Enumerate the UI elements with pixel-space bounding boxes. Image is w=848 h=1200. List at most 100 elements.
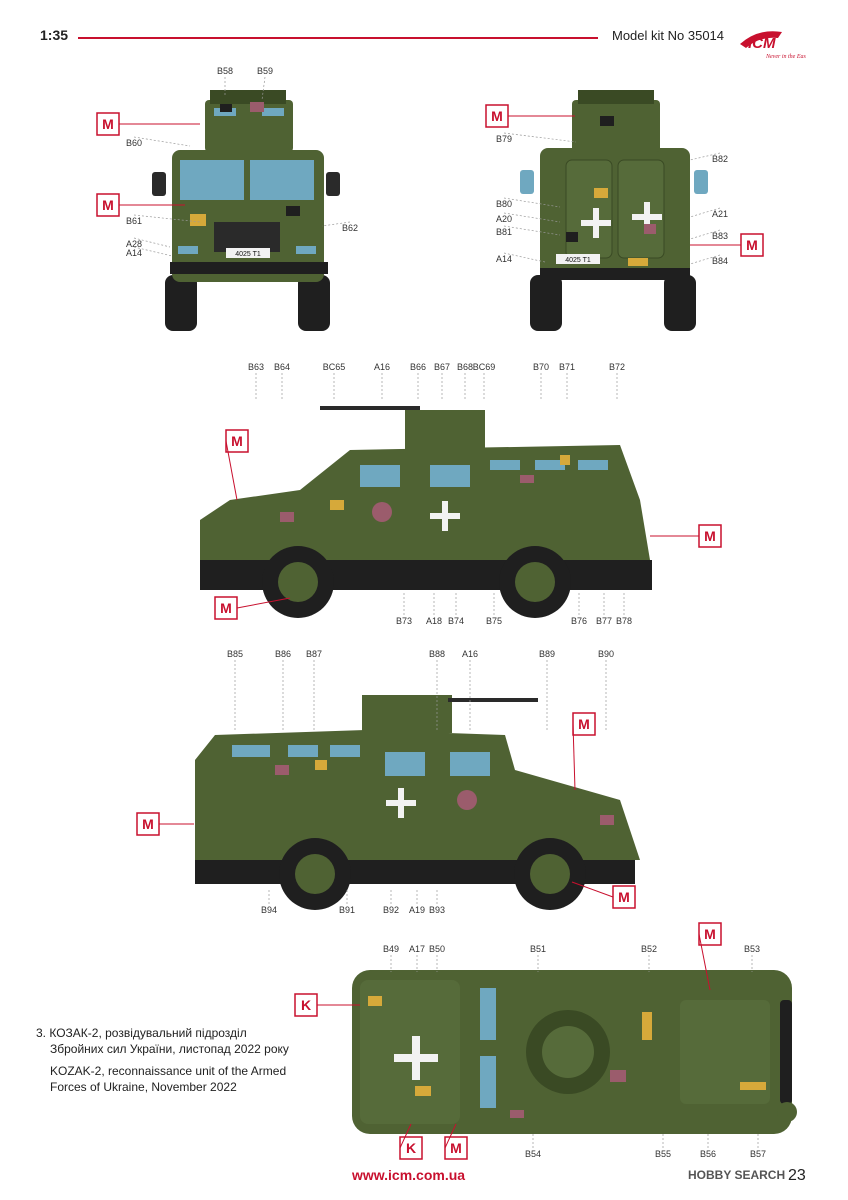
leader-line [689,229,721,240]
marker-letter: M [102,116,114,132]
header-rule [78,37,598,39]
leader-line [133,246,173,257]
callout-label: B56 [700,1149,716,1159]
icm-logo: ICM Never in the East [740,31,806,60]
rear-plate: 4025 T1 [565,257,591,264]
leader-line [133,136,191,147]
callout-label: B94 [261,905,277,915]
callout-label: B53 [744,944,760,954]
caption-en-line1: KOZAK-2, reconnaissance unit of the Arme… [50,1064,287,1078]
leader-line [689,254,721,265]
callout-label: B63 [248,362,264,372]
callout-label: B90 [598,649,614,659]
marker-letter: M [618,889,630,905]
callout-label: B76 [571,616,587,626]
svg-text:ICM: ICM [748,35,776,52]
callout-label: B59 [257,66,273,76]
callout-label: B54 [525,1149,541,1159]
rear-view: 4025 T1 [520,90,708,331]
callout-label: B66 [410,362,426,372]
callout-label: B84 [712,256,728,266]
right-side-view [195,695,640,910]
marker-letter: K [301,997,311,1013]
leader-line [689,152,721,161]
callout-label: B52 [641,944,657,954]
callout-label: B87 [306,649,322,659]
callout-label: B75 [486,616,502,626]
marker-leader [444,1123,457,1149]
left-side-view [200,406,652,618]
svg-text:Never in the East: Never in the East [765,54,806,60]
marker-leader [225,440,238,501]
callout-label: B82 [712,154,728,164]
marker-letter: M [704,926,716,942]
callout-label: B64 [274,362,290,372]
marker-leader [572,723,576,791]
marker-letter: K [406,1140,416,1156]
marker-letter: M [578,716,590,732]
callout-label: B50 [429,944,445,954]
callout-label: A18 [426,616,442,626]
callout-label: B73 [396,616,412,626]
callout-label: B72 [609,362,625,372]
caption-ua-line1: 3. КОЗАК-2, розвідувальний підрозділ [36,1026,247,1040]
callout-label: B91 [339,905,355,915]
callout-label: B83 [712,231,728,241]
watermark: HOBBY SEARCH [688,1168,786,1182]
callout-label: B77 [596,616,612,626]
callout-label: B55 [655,1149,671,1159]
front-plate: 4025 T1 [235,251,261,258]
marker-letter: M [102,197,114,213]
leader-line [503,132,577,143]
model-number: Model kit No 35014 [612,28,725,43]
leader-line [503,212,561,223]
leader-line [689,207,721,218]
top-view [352,970,797,1134]
callout-label: B93 [429,905,445,915]
callout-label: A20 [496,214,512,224]
callout-label: B86 [275,649,291,659]
leader-line [133,214,201,223]
callout-label: B79 [496,134,512,144]
marker-letter: M [231,433,243,449]
callout-label: B70 [533,362,549,372]
marker-letter: M [142,816,154,832]
callout-label: B92 [383,905,399,915]
callout-label: B89 [539,649,555,659]
callout-label: B78 [616,616,632,626]
marker-leader [399,1123,412,1149]
callout-label: BC65 [323,362,346,372]
callout-label: B71 [559,362,575,372]
callout-label: B80 [496,199,512,209]
leader-line [503,252,546,263]
callout-label: B51 [530,944,546,954]
callout-label: A19 [409,905,425,915]
marker-leader [236,597,291,609]
marker-leader [698,933,711,991]
leader-line [321,221,351,227]
callout-label: B61 [126,216,142,226]
callout-label: A17 [409,944,425,954]
callout-label: A21 [712,209,728,219]
footer-url[interactable]: www.icm.com.ua [352,1167,466,1183]
callout-label: B60 [126,138,142,148]
caption-en-line2: Forces of Ukraine, November 2022 [50,1080,237,1094]
front-view: 4025 T1 [152,90,340,331]
marker-letter: M [450,1140,462,1156]
callout-label: B85 [227,649,243,659]
marker-letter: M [220,600,232,616]
marker-letter: M [746,237,758,253]
callout-label: B88 [429,649,445,659]
callout-label: B57 [750,1149,766,1159]
callout-label: A28 [126,239,142,249]
marker-letter: M [491,108,503,124]
scale-label: 1:35 [40,27,69,43]
marker-letter: M [704,528,716,544]
callout-label: B81 [496,227,512,237]
callout-label: A14 [126,248,142,258]
callout-label: A14 [496,254,512,264]
marker-leader [571,881,614,898]
callout-label: B58 [217,66,233,76]
